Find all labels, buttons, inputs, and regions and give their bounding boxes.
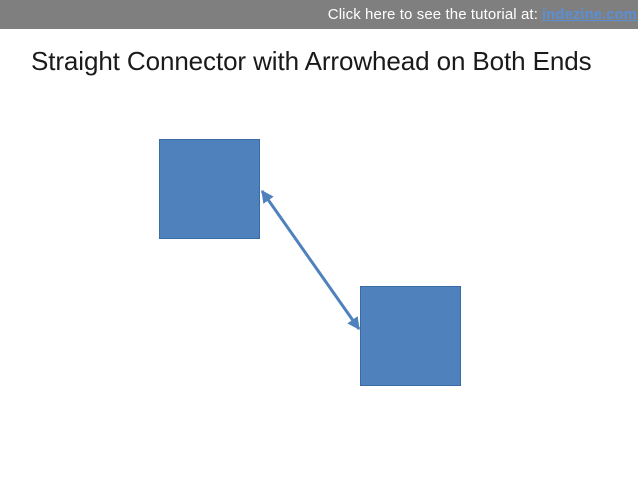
slide-title: Straight Connector with Arrowhead on Bot… — [31, 46, 592, 76]
tutorial-banner[interactable]: Click here to see the tutorial at: indez… — [0, 0, 638, 29]
connector-line[interactable] — [260, 189, 361, 331]
indezine-link[interactable]: indezine.com — [541, 6, 637, 23]
top-left-square-shape[interactable] — [159, 139, 260, 239]
bottom-right-square-shape[interactable] — [360, 286, 461, 386]
tutorial-banner-text: Click here to see the tutorial at: — [327, 6, 538, 23]
